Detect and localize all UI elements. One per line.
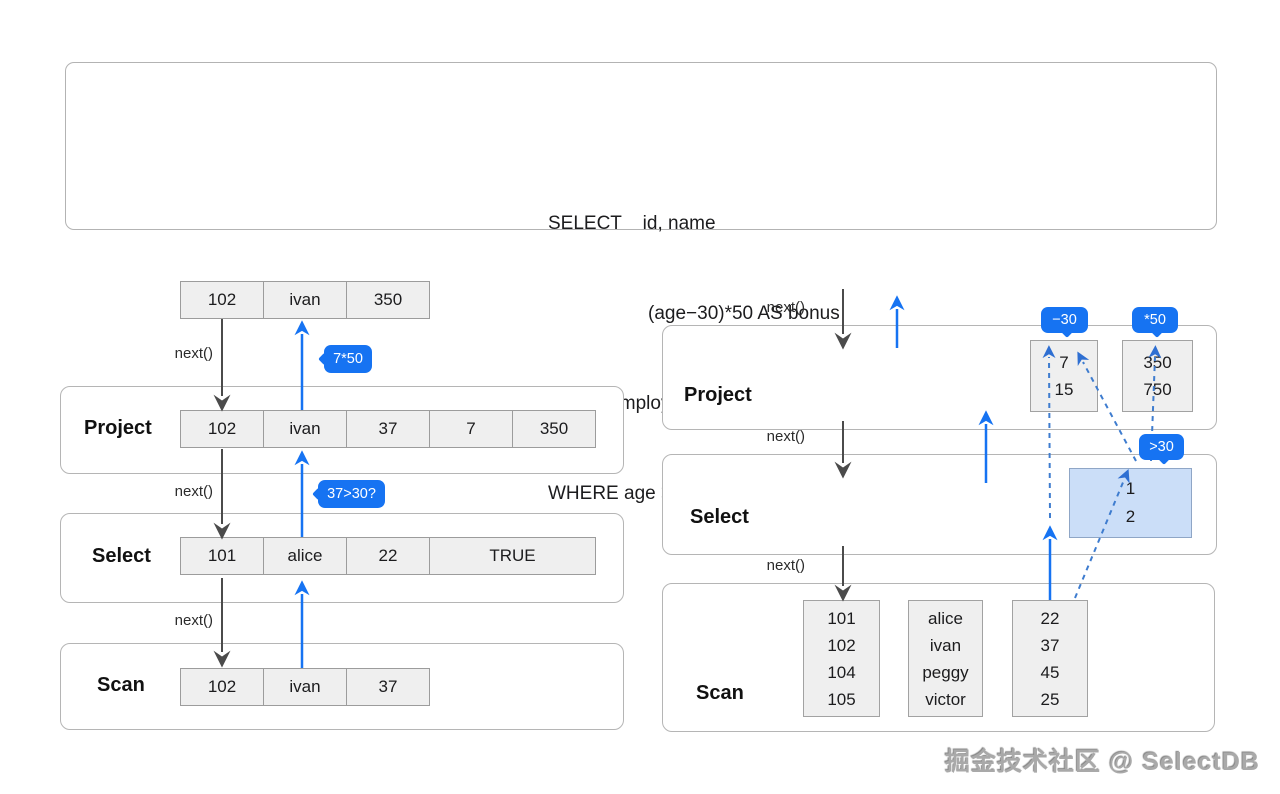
tuple-cell: 22 xyxy=(346,537,430,575)
column-value: alice xyxy=(928,608,963,628)
left-project-label: Project xyxy=(84,417,152,439)
tuple-cell: ivan xyxy=(263,668,347,706)
name-column: alice ivan peggy victor xyxy=(908,600,983,717)
right-select-label: Select xyxy=(690,506,749,528)
right-scan-label: Scan xyxy=(696,682,744,704)
id-column: 101 102 104 105 xyxy=(803,600,880,717)
left-select-label: Select xyxy=(92,545,151,567)
sql-line-bonus: (age−30)*50 AS bonus xyxy=(648,303,840,324)
column-value: 102 xyxy=(827,635,856,655)
tuple-cell: 102 xyxy=(180,410,264,448)
next-call-label: next() xyxy=(766,428,805,445)
tuple-cell: 37 xyxy=(346,410,430,448)
greater-than-30-badge: >30 xyxy=(1139,434,1184,460)
tuple-cell: TRUE xyxy=(429,537,596,575)
next-call-label: next() xyxy=(174,345,213,362)
next-call-label: next() xyxy=(766,557,805,574)
tuple-cell: ivan xyxy=(263,281,347,319)
watermark-text: 掘金技术社区 @ SelectDB xyxy=(944,748,1260,776)
filter-predicate-badge: 37>30? xyxy=(318,480,385,508)
column-value: 101 xyxy=(827,608,856,628)
next-call-label: next() xyxy=(174,483,213,500)
selection-index: 2 xyxy=(1125,507,1136,526)
tuple-cell: 350 xyxy=(512,410,596,448)
left-scan-label: Scan xyxy=(97,674,145,696)
times-50-badge: *50 xyxy=(1132,307,1178,333)
tuple-cell: 7 xyxy=(429,410,513,448)
column-value: 750 xyxy=(1143,380,1172,399)
tuple-cell: ivan xyxy=(263,410,347,448)
tuple-cell: alice xyxy=(263,537,347,575)
projection-expression-badge: 7*50 xyxy=(324,345,372,373)
column-value: 22 xyxy=(1040,608,1060,628)
sql-line-select: SELECT id, name xyxy=(548,213,716,234)
next-call-label: next() xyxy=(174,612,213,629)
column-value: 45 xyxy=(1040,662,1060,682)
column-value: 15 xyxy=(1054,380,1074,399)
column-value: 104 xyxy=(827,662,856,682)
minus-30-badge: −30 xyxy=(1041,307,1088,333)
right-project-label: Project xyxy=(684,384,752,406)
column-value: 350 xyxy=(1143,353,1172,372)
tuple-cell: 102 xyxy=(180,668,264,706)
selection-index: 1 xyxy=(1125,479,1136,498)
tuple-cell: 101 xyxy=(180,537,264,575)
column-value: victor xyxy=(925,689,966,709)
column-value: peggy xyxy=(922,662,969,682)
column-value: 37 xyxy=(1040,635,1060,655)
sql-query-box: SELECT id, name (age−30)*50 AS bonus FRO… xyxy=(65,62,1217,504)
next-call-label: next() xyxy=(766,299,805,316)
tuple-cell: 37 xyxy=(346,668,430,706)
column-value: 7 xyxy=(1059,353,1069,372)
age-column: 22 37 45 25 xyxy=(1012,600,1088,717)
column-value: ivan xyxy=(929,635,962,655)
column-value: 105 xyxy=(827,689,856,709)
tuple-cell: 102 xyxy=(180,281,264,319)
tuple-cell: 350 xyxy=(346,281,430,319)
column-value: 25 xyxy=(1040,689,1060,709)
